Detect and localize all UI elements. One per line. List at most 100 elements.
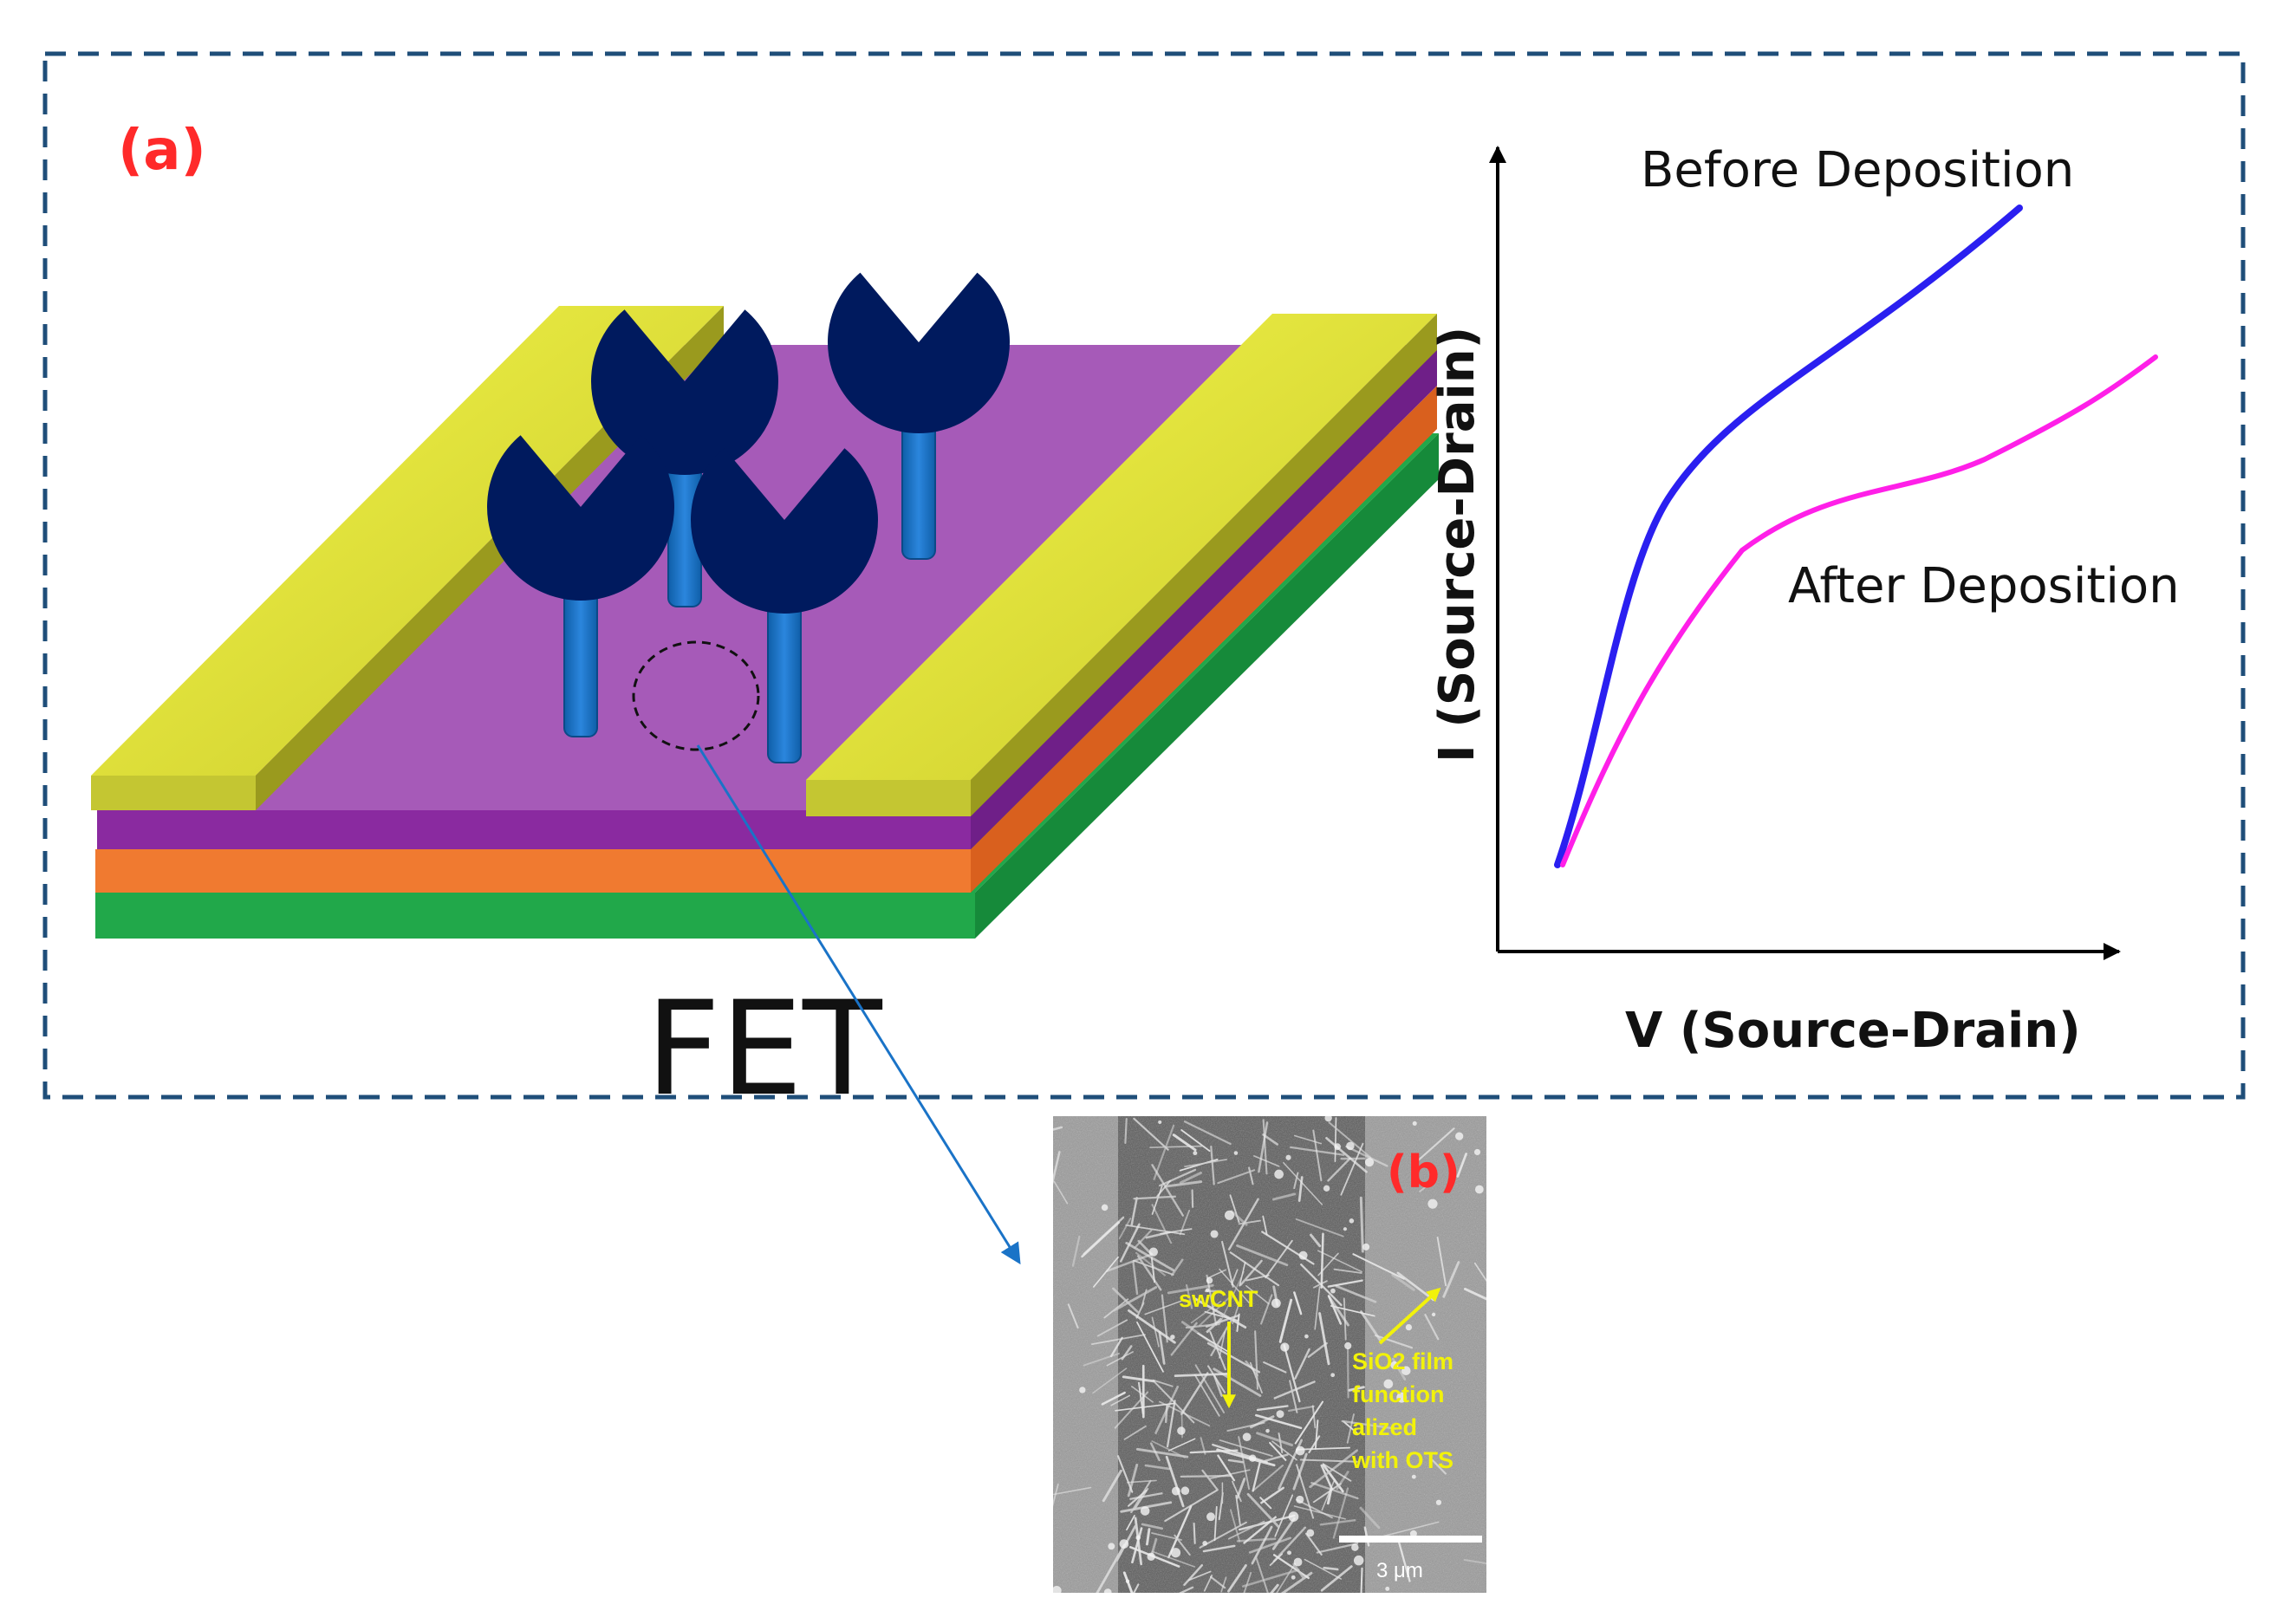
nanotube [1122,1375,1155,1383]
nanotube [1328,1121,1372,1159]
particle [1346,1141,1355,1151]
nanotube [1201,1469,1219,1491]
nanotube [1317,1252,1339,1276]
nanotube [1151,1532,1182,1541]
particle [1473,1148,1481,1155]
particle [1409,1530,1417,1537]
nanotube [1269,1553,1284,1566]
nanotube [1150,1257,1156,1283]
particle [1233,1151,1239,1155]
oxide-layer [95,386,1437,893]
nanotube [1123,1425,1147,1440]
nanotube [1256,1432,1294,1447]
nanotube [1203,1575,1213,1592]
nanotube [1326,1486,1333,1505]
nanotube [1153,1124,1175,1180]
nanotube [1190,1300,1222,1324]
nanotube [1160,1228,1193,1235]
nanotube [1320,1232,1324,1289]
nanotube [1133,1195,1176,1200]
nanotube [1188,1570,1212,1582]
nanotube [1352,1253,1405,1280]
nanotube [1320,1464,1334,1491]
receptor-group [487,272,1010,763]
particle [1079,1387,1086,1393]
nanotube [1258,1121,1269,1173]
nanotube [1263,1361,1287,1374]
nanotube [1206,1274,1218,1326]
nanotube [1212,1443,1268,1464]
nanotube [1336,1471,1349,1491]
nanotube [1166,1400,1176,1448]
zoom-arrow [696,744,1021,1265]
x-axis-label: V (Source-Drain) [1625,1003,2081,1059]
nanotube [1112,1287,1139,1313]
particle [1265,1428,1270,1433]
nanotube [1391,1273,1415,1291]
particle [1412,1121,1417,1126]
nanotube [1053,1151,1061,1185]
nanotube [1262,1119,1268,1175]
nanotube [1307,1341,1328,1358]
particle [1362,1243,1370,1250]
nanotube [1348,1386,1365,1392]
particle [1343,1227,1348,1231]
nanotube [1116,1455,1134,1493]
particle [1385,1586,1390,1591]
particle [1119,1539,1129,1549]
nanotube [1246,1492,1280,1529]
particle [1349,1218,1355,1224]
panel-a-label: (a) [118,119,206,183]
particle [1276,1410,1284,1419]
nanotube [1382,1521,1440,1537]
nanotube [1359,1196,1364,1253]
nanotube [1333,1268,1362,1274]
nanotube [1179,1171,1202,1185]
nanotube [1164,1405,1168,1424]
particle [1401,1366,1411,1375]
nanotube [1238,1436,1251,1490]
particle [1304,1334,1309,1339]
particle [1202,1541,1208,1546]
particle [1210,1230,1219,1238]
nanotube [1151,1316,1160,1348]
nanotube [1053,1180,1069,1205]
nanotube [1294,1348,1310,1380]
film-arrow [1378,1287,1441,1345]
nanotube [1206,1365,1226,1393]
nanotube [1227,1520,1265,1540]
nanotube [1436,1237,1447,1287]
nanotube [1325,1137,1368,1173]
nanotube [1127,1463,1139,1497]
particle [1291,1575,1296,1580]
nanotube [1248,1536,1291,1554]
nanotube [1320,1565,1353,1592]
particle [1147,1552,1155,1562]
nanotube [1255,1413,1303,1430]
particle [1206,1276,1213,1284]
particle [1135,1535,1141,1541]
nanotube [1442,1261,1460,1298]
nanotube [1133,1229,1153,1250]
nanotube [1185,1322,1220,1328]
nanotube [1328,1296,1349,1327]
particle [1405,1323,1413,1331]
nanotube [1183,1121,1232,1146]
particle [1101,1204,1109,1212]
nanotube [1105,1253,1154,1272]
nanotube [1178,1586,1194,1593]
particle [1125,1579,1130,1583]
nanotube [1431,1459,1447,1475]
nanotube [1230,1509,1241,1543]
particle [1306,1529,1315,1537]
nanotube [1397,1538,1411,1582]
nanotube [1092,1367,1128,1394]
particle [1330,1288,1336,1294]
scale-bar [1339,1536,1482,1543]
nanotube [1424,1314,1440,1341]
nanotube [1165,1455,1185,1508]
nanotube [1106,1351,1134,1367]
nanotube [1216,1448,1276,1467]
nanotube [1314,1286,1321,1330]
nanotube [1172,1134,1197,1152]
